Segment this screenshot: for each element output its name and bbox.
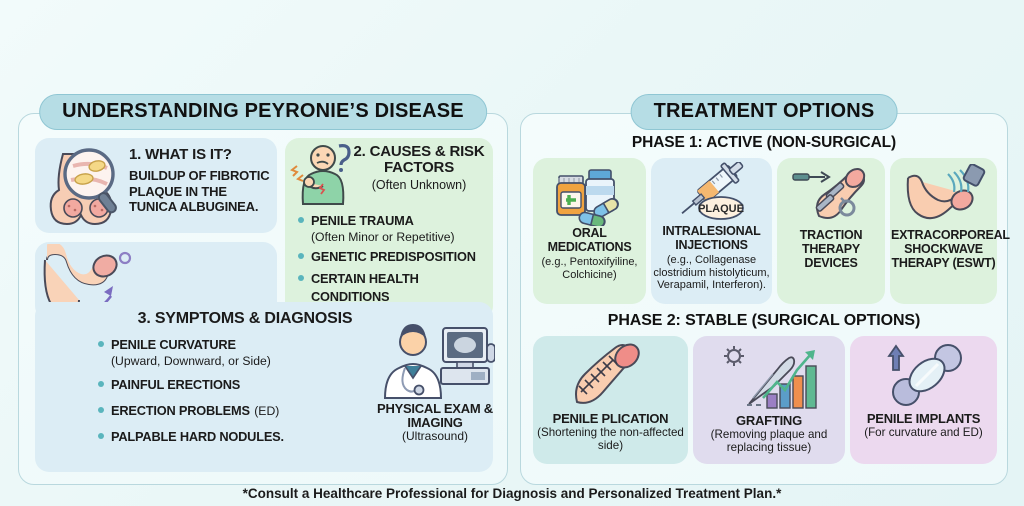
treatment-card-shockwave-therapy[interactable]: EXTRACORPOREAL SHOCKWAVE THERAPY (ESWT)	[890, 158, 1010, 304]
treatment-title: TRACTION THERAPY DEVICES	[799, 228, 863, 270]
what-is-it-heading: 1. WHAT IS IT?	[129, 146, 232, 163]
list-item: PENILE TRAUMA (Often Minor or Repetitive…	[297, 212, 485, 244]
diagnosis-label: PHYSICAL EXAM & IMAGING	[377, 401, 493, 430]
right-panel-title: TREATMENT OPTIONS	[630, 94, 898, 130]
symptoms-list: PENILE CURVATURE (Upward, Downward, or S…	[97, 336, 327, 450]
shockwave-icon	[900, 163, 988, 226]
traction-device-icon	[789, 164, 873, 226]
causes-heading: 2. CAUSES & RISK FACTORS	[353, 143, 485, 176]
scalpel-graph-icon	[719, 342, 823, 412]
right-panel: TREATMENT OPTIONS PHASE 1: ACTIVE (NON-S…	[520, 94, 1010, 485]
left-panel: UNDERSTANDING PEYRONIE’S DISEASE 1. WHAT…	[18, 94, 508, 485]
treatment-title: PENILE PLICATION	[552, 411, 669, 426]
sutured-shaft-icon	[567, 342, 657, 408]
treatment-sub: (e.g., Collagenase clostridium histolyti…	[653, 254, 770, 291]
treatment-card-grafting[interactable]: GRAFTING (Removing plaque and replacing …	[693, 336, 845, 464]
treatment-title: PENILE IMPLANTS	[866, 411, 981, 426]
symptoms-heading: 3. SYMPTOMS & DIAGNOSIS	[137, 310, 353, 327]
list-item: PALPABLE HARD NODULES.	[97, 428, 327, 446]
diagnosis-sub: (Ultrasound)	[401, 429, 469, 443]
footer-disclaimer: *Consult a Healthcare Professional for D…	[242, 486, 782, 501]
pill-bottles-icon	[549, 164, 631, 228]
magnifier-anatomy-icon	[41, 146, 127, 226]
plaque-icon-label: PLAQUE	[698, 203, 744, 215]
treatment-sub: (Shortening the non-affected side)	[537, 426, 684, 452]
list-item: PAINFUL ERECTIONS	[97, 376, 327, 394]
card-causes-risk-factors: 2. CAUSES & RISK FACTORS (Often Unknown)…	[285, 138, 493, 320]
list-item: GENETIC PREDISPOSITION	[297, 248, 485, 266]
list-item: PENILE CURVATURE (Upward, Downward, or S…	[97, 336, 327, 368]
causes-subheading: (Often Unknown)	[371, 178, 467, 192]
treatment-sub: (Removing plaque and replacing tissue)	[710, 428, 828, 454]
treatment-sub: (For curvature and ED)	[864, 426, 983, 439]
treatment-sub: (e.g., Pentoxifyiline, Colchicine)	[541, 256, 638, 281]
person-question-pain-icon	[289, 142, 355, 208]
what-is-it-body: BUILDUP OF FIBROTIC PLAQUE IN THE TUNICA…	[129, 168, 270, 214]
phase2-heading: PHASE 2: STABLE (SURGICAL OPTIONS)	[607, 312, 921, 329]
card-what-is-it: 1. WHAT IS IT? BUILDUP OF FIBROTIC PLAQU…	[35, 138, 277, 233]
treatment-card-oral-medications[interactable]: ORAL MEDICATIONS (e.g., Pentoxifyiline, …	[533, 158, 646, 304]
syringe-plaque-icon: PLAQUE	[671, 161, 753, 224]
list-item: ERECTION PROBLEMS (ED)	[97, 402, 327, 420]
treatment-title: ORAL MEDICATIONS	[547, 226, 632, 254]
treatment-card-penile-plication[interactable]: PENILE PLICATION (Shortening the non-aff…	[533, 336, 688, 464]
treatment-title: EXTRACORPOREAL SHOCKWAVE THERAPY (ESWT)	[891, 228, 1010, 270]
treatment-card-intralesional-injections[interactable]: PLAQUE INTRALESIONAL INJECTIONS (e.g., C…	[651, 158, 772, 304]
treatment-card-traction-therapy[interactable]: TRACTION THERAPY DEVICES	[777, 158, 885, 304]
card-symptoms-diagnosis: 3. SYMPTOMS & DIAGNOSIS PENILE CURVATURE…	[35, 302, 496, 472]
treatment-title: GRAFTING	[736, 413, 802, 428]
implant-device-icon	[876, 342, 972, 408]
left-panel-title: UNDERSTANDING PEYRONIE’S DISEASE	[39, 94, 487, 130]
doctor-ultrasound-icon	[375, 320, 496, 400]
treatment-card-penile-implants[interactable]: PENILE IMPLANTS (For curvature and ED)	[850, 336, 997, 464]
treatment-title: INTRALESIONAL INJECTIONS	[662, 224, 761, 252]
phase1-heading: PHASE 1: ACTIVE (NON-SURGICAL)	[631, 134, 897, 151]
